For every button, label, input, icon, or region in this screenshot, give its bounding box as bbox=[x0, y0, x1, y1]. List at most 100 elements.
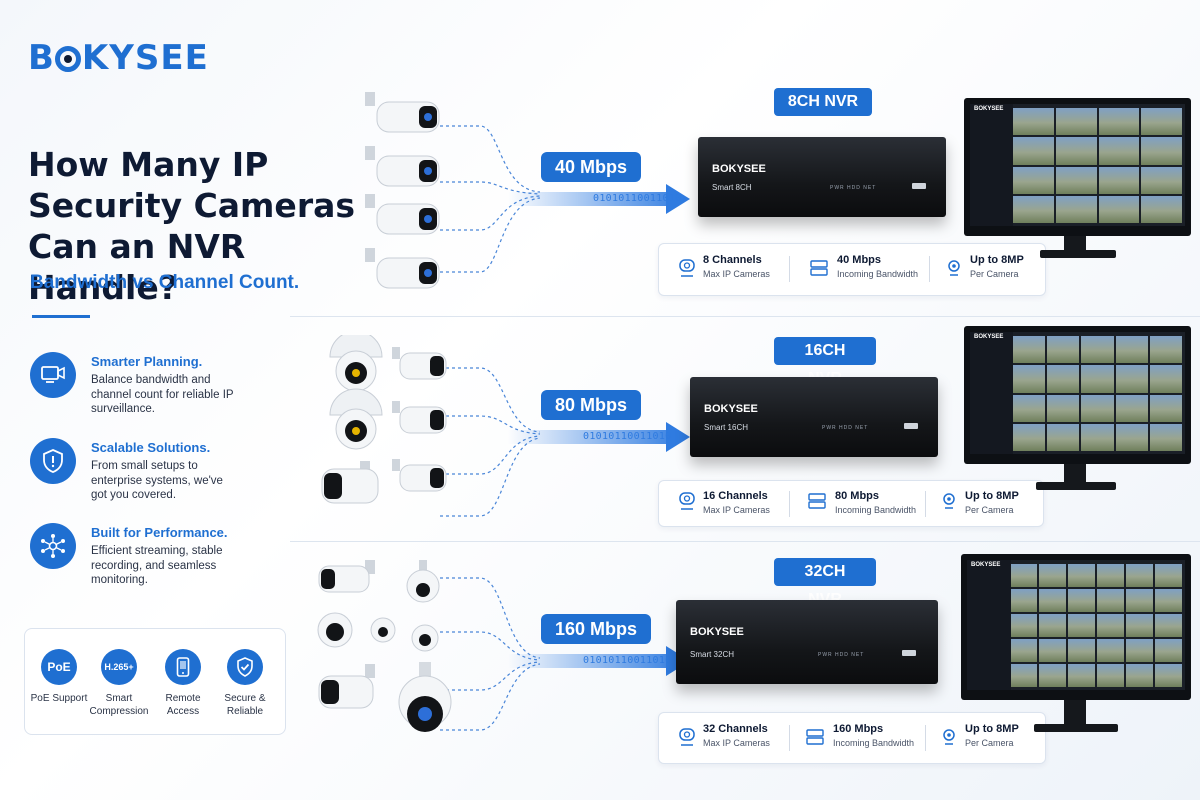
badge-label: Secure & Reliable bbox=[224, 693, 266, 717]
camera-feed-tile bbox=[1010, 614, 1038, 637]
camera-feed-tile bbox=[1068, 564, 1096, 587]
bandwidth-tag: 40 Mbps bbox=[541, 152, 642, 182]
camera-feed-tile bbox=[1047, 365, 1080, 393]
data-stream-arrow bbox=[508, 184, 690, 214]
camera-user-icon bbox=[679, 492, 695, 510]
monitor-8ch: BOKYSEE bbox=[964, 98, 1191, 236]
monitor-stand bbox=[1064, 236, 1086, 252]
feature-desc: Balance bandwidth and channel count for … bbox=[91, 374, 234, 415]
camera-feed-tile bbox=[1013, 394, 1046, 422]
camera-feed-tile bbox=[1097, 639, 1125, 662]
section-divider bbox=[290, 316, 1200, 317]
camera-feed-tile bbox=[1115, 336, 1148, 364]
camera-feed-tile bbox=[1010, 639, 1038, 662]
nvr-device-32ch: BOKYSEE Smart 32CH PWR HDD NET bbox=[676, 600, 938, 684]
monitor-stand bbox=[1064, 700, 1086, 726]
camera-feed-tile bbox=[1141, 137, 1182, 165]
bullet-cameras-group-8ch bbox=[365, 92, 440, 289]
device-brand: BOKYSEE bbox=[712, 163, 766, 175]
camera-feed-tile bbox=[1039, 639, 1067, 662]
camera-feed-tile bbox=[1047, 423, 1080, 451]
camera-feed-tile bbox=[1010, 589, 1038, 612]
camera-feed-tile bbox=[1055, 108, 1097, 136]
section-divider bbox=[290, 541, 1200, 542]
mixed-cameras-group-32ch bbox=[317, 560, 452, 732]
feature-desc: From small setups to enterprise systems,… bbox=[91, 460, 223, 501]
camera-feed-tile bbox=[1055, 137, 1097, 165]
device-leds: PWR HDD NET bbox=[822, 425, 869, 431]
camera-feed-tile bbox=[1013, 423, 1046, 451]
camera-feed-tile bbox=[1081, 336, 1114, 364]
bandwidth-tag: 160 Mbps bbox=[541, 614, 652, 644]
server-icon bbox=[810, 260, 828, 276]
camera-feed-tile bbox=[1126, 589, 1154, 612]
spec-bandwidth: 160 Mbps Incoming Bandwidth bbox=[805, 713, 925, 763]
camera-feed-tile bbox=[1126, 564, 1154, 587]
camera-feed-tile bbox=[1149, 365, 1182, 393]
badge-label: Remote Access bbox=[165, 693, 201, 717]
camera-feed-tile bbox=[1013, 108, 1054, 136]
server-icon bbox=[806, 729, 824, 745]
spec-card-16ch: 16 Channels Max IP Cameras 80 Mbps Incom… bbox=[658, 480, 1044, 527]
camera-feed-tile bbox=[1141, 108, 1182, 136]
camera-feed-tile bbox=[1081, 365, 1114, 393]
data-bits: 01010110011010 bbox=[583, 431, 672, 442]
device-brand: BOKYSEE bbox=[704, 403, 758, 415]
dome-camera-icon bbox=[329, 335, 383, 392]
camera-feed-tile bbox=[1126, 639, 1154, 662]
h265-icon: H.265+ bbox=[101, 649, 137, 685]
feature-title: Smarter Planning. bbox=[91, 354, 203, 369]
data-bits: 01010110011010 bbox=[593, 193, 682, 204]
camera-feed-tile bbox=[1141, 195, 1182, 223]
camera-feed-tile bbox=[1155, 664, 1182, 687]
camera-feed-tile bbox=[1081, 394, 1114, 422]
camera-feed-tile bbox=[1149, 423, 1182, 451]
camera-feed-tile bbox=[1098, 166, 1140, 194]
video-monitor-icon bbox=[30, 352, 76, 398]
camera-feed-tile bbox=[1013, 137, 1054, 165]
data-bits: 01010110011010 bbox=[583, 655, 672, 666]
spec-resolution: Up to 8MP Per Camera bbox=[939, 481, 1035, 526]
camera-feed-tile bbox=[1039, 664, 1067, 687]
spec-channels: 32 Channels Max IP Cameras bbox=[677, 713, 787, 763]
camera-feed-tile bbox=[1149, 394, 1182, 422]
spec-card-8ch: 8 Channels Max IP Cameras 40 Mbps Incomi… bbox=[658, 243, 1046, 296]
spec-bandwidth: 40 Mbps Incoming Bandwidth bbox=[809, 244, 929, 295]
device-leds: PWR HDD NET bbox=[818, 652, 865, 658]
camera-pin-icon bbox=[948, 260, 960, 276]
camera-feed-tile bbox=[1097, 589, 1125, 612]
camera-feed-tile bbox=[1126, 664, 1154, 687]
nvr-device-8ch: BOKYSEE Smart 8CH PWR HDD NET bbox=[698, 137, 946, 217]
speed-dome-camera-icon bbox=[398, 662, 452, 732]
monitor-base bbox=[1034, 724, 1118, 732]
camera-feed-tile bbox=[1010, 664, 1038, 687]
camera-feed-tile bbox=[1081, 423, 1114, 451]
spec-resolution: Up to 8MP Per Camera bbox=[944, 244, 1040, 295]
monitor-32ch: BOKYSEE bbox=[961, 554, 1191, 700]
spec-resolution: Up to 8MP Per Camera bbox=[939, 713, 1035, 763]
camera-user-icon bbox=[679, 728, 695, 746]
spec-bandwidth: 80 Mbps Incoming Bandwidth bbox=[807, 481, 927, 526]
feature-title: Built for Performance. bbox=[91, 525, 228, 540]
camera-feed-tile bbox=[1039, 564, 1067, 587]
camera-feed-tile bbox=[1155, 639, 1182, 662]
feature-built-for-performance: Built for Performance. Efficient streami… bbox=[30, 523, 280, 593]
feature-desc: Efficient streaming, stable recording, a… bbox=[91, 545, 223, 586]
camera-feed-tile bbox=[1013, 166, 1054, 194]
camera-pin-icon bbox=[943, 729, 955, 745]
camera-feed-tile bbox=[1098, 108, 1140, 136]
page-subtitle: Bandwidth vs Channel Count. bbox=[30, 272, 300, 293]
usb-port-icon bbox=[902, 650, 916, 656]
spec-card-32ch: 32 Channels Max IP Cameras 160 Mbps Inco… bbox=[658, 712, 1046, 764]
usb-port-icon bbox=[904, 423, 918, 429]
camera-feed-tile bbox=[1155, 589, 1182, 612]
camera-feed-tile bbox=[1039, 614, 1067, 637]
camera-feed-tile bbox=[1013, 195, 1054, 223]
camera-feed-tile bbox=[1126, 614, 1154, 637]
device-leds: PWR HDD NET bbox=[830, 185, 877, 191]
nvr-label-8ch: 8CH NVR bbox=[774, 88, 872, 116]
badge-compression: H.265+ Smart Compression bbox=[87, 649, 151, 718]
feature-scalable-solutions: Scalable Solutions. From small setups to… bbox=[30, 438, 280, 508]
camera-user-icon bbox=[679, 259, 695, 277]
camera-feed-tile bbox=[1013, 336, 1046, 364]
